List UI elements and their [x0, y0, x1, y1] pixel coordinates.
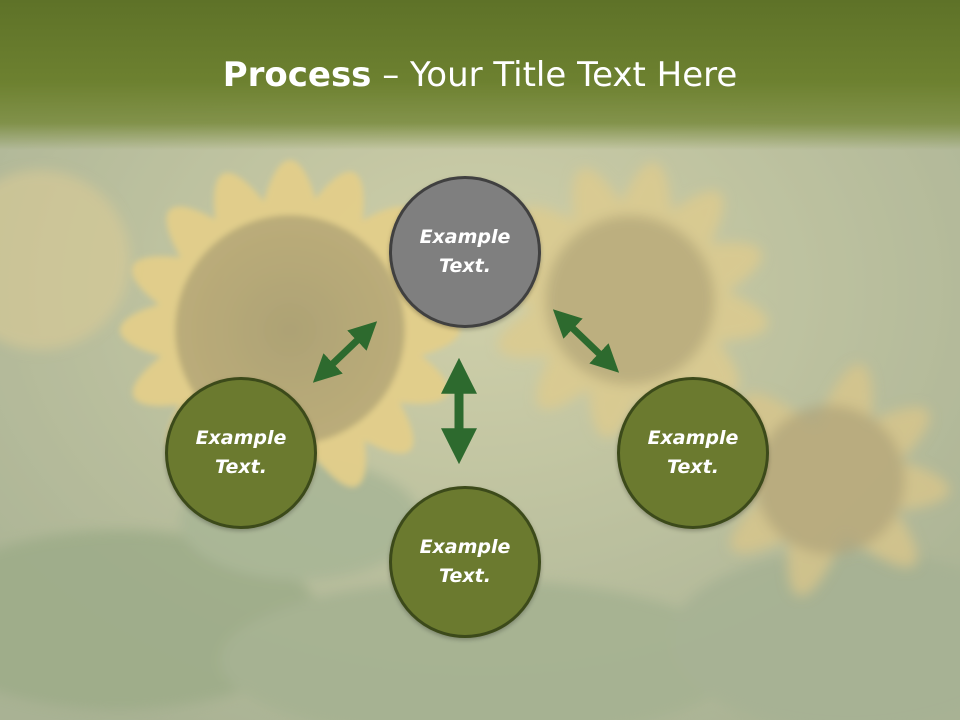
node-left-line1: Example	[195, 427, 287, 449]
process-node-top[interactable]: Example Text.	[389, 176, 541, 328]
title-bar	[0, 0, 960, 150]
title-bold-text: Process	[222, 55, 372, 95]
arrow-top-left	[312, 321, 378, 383]
process-node-left[interactable]: Example Text.	[165, 377, 317, 529]
arrow-top-right	[552, 309, 620, 373]
process-node-bottom[interactable]: Example Text.	[389, 486, 541, 638]
node-top-line1: Example	[419, 226, 511, 248]
node-bottom-line1: Example	[419, 536, 511, 558]
node-top-line2: Text.	[439, 255, 491, 277]
node-right-line2: Text.	[667, 456, 719, 478]
process-node-right[interactable]: Example Text.	[617, 377, 769, 529]
slide-title[interactable]: Process – Your Title Text Here	[0, 52, 960, 98]
node-right-line1: Example	[647, 427, 739, 449]
title-rest-text: – Your Title Text Here	[371, 55, 738, 95]
node-left-line2: Text.	[215, 456, 267, 478]
node-bottom-line2: Text.	[439, 565, 491, 587]
